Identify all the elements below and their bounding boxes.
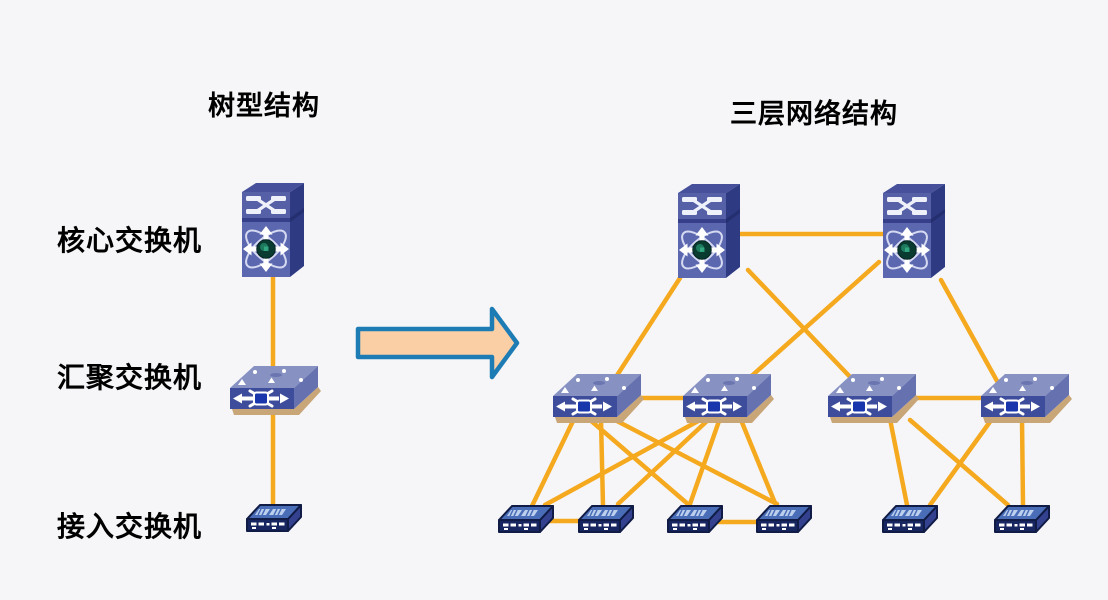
link-line [542,417,703,508]
access-switch-icon [667,505,723,533]
core-switch-icon [238,181,306,279]
link-line [611,275,683,383]
access-switch-icon [578,505,634,533]
aggregation-switch-icon [551,372,646,425]
link-line [745,267,857,384]
aggregation-switch-icon [228,364,323,417]
link-line [586,416,692,508]
transform-arrow [355,306,520,380]
access-switch-icon [498,505,554,533]
three-tier-diagram [498,182,1074,533]
link-line [927,416,995,508]
core-switch-icon [674,182,742,280]
access-switch-icon [756,505,812,533]
aggregation-switch-icon [826,372,921,425]
tree-structure-diagram [228,181,323,532]
tree-structure-title: 树型结构 [208,91,320,121]
link-line [612,417,780,507]
access-layer-label: 接入交换机 [57,511,203,542]
link-line [887,416,910,508]
link-line [1019,416,1026,508]
access-switch-icon [994,505,1050,533]
access-switch-icon [246,504,302,532]
core-switch-icon [879,182,947,280]
link-line [738,417,778,506]
core-layer-label: 核心交换机 [57,225,203,256]
link-line [938,277,1000,384]
access-switch-icon [882,505,938,533]
link-line [743,259,882,384]
link-line [687,418,722,507]
link-line [598,417,606,509]
link-line [529,416,577,509]
three-tier-title: 三层网络结构 [730,99,898,129]
aggregation-switch-icon [681,372,776,425]
aggregation-layer-label: 汇聚交换机 [57,362,203,393]
link-line [615,418,710,507]
